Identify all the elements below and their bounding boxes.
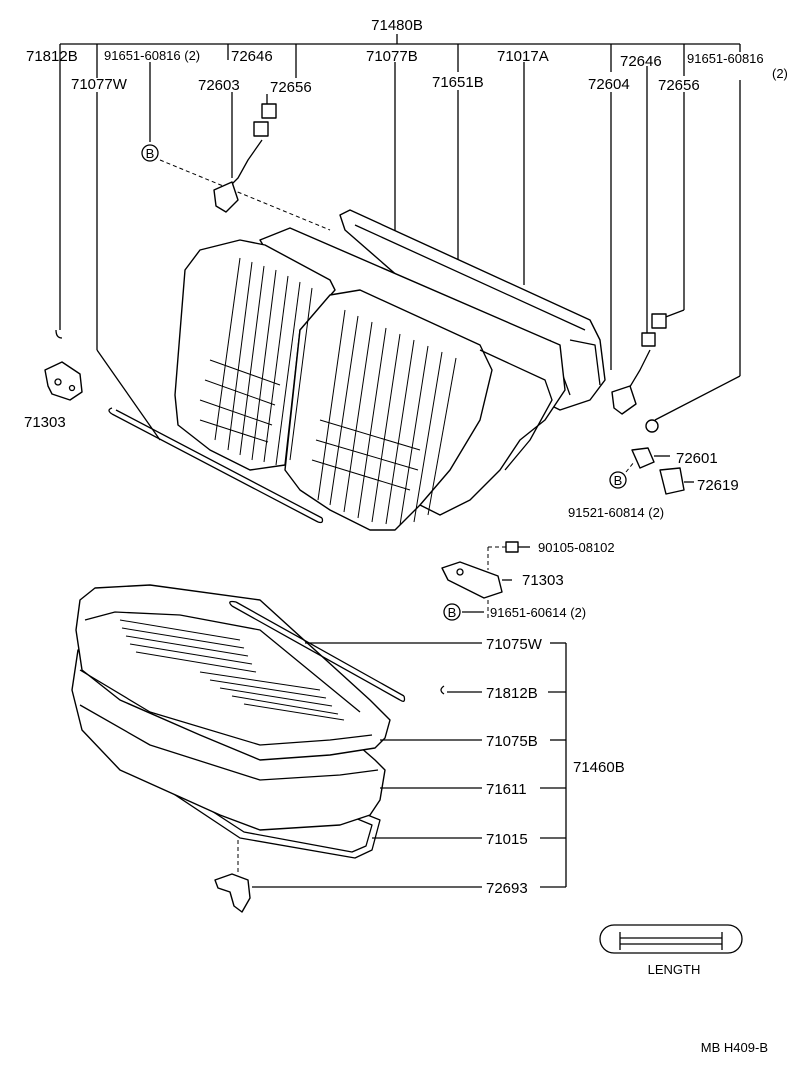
label-knob-72656-left: 72656 — [270, 79, 312, 96]
label-clip-left-top: 91651-60816 (2) — [104, 48, 200, 63]
label-hinge-72646-left: 72646 — [231, 48, 273, 65]
svg-text:B: B — [146, 146, 155, 161]
label-pad-71812b-bottom: 71812B — [486, 685, 538, 702]
label-bolt-91521: 91521-60814 (2) — [568, 505, 664, 520]
seat-cushion-assembly — [71, 584, 391, 859]
knob-72656-right-part — [651, 313, 667, 329]
label-length-caption: LENGTH — [648, 962, 701, 977]
backrest-assembly — [174, 209, 606, 531]
label-backrest-assy: 71480B — [371, 17, 423, 34]
label-drawing-code: MB H409-B — [701, 1040, 768, 1055]
svg-text:B: B — [614, 473, 623, 488]
part-labels: 71480B 71812B 91651-60816 (2) 72646 7107… — [24, 17, 788, 1055]
label-clip-right-qty: (2) — [772, 66, 788, 81]
svg-text:B: B — [448, 605, 457, 620]
seat-leader-lines — [252, 642, 567, 888]
wire-rod-left — [108, 407, 324, 524]
bracket-71303-left-part — [44, 361, 83, 401]
label-knob-72656-right: 72656 — [658, 77, 700, 94]
label-bolt-91651-60614: 91651-60614 (2) — [490, 605, 586, 620]
label-bracket-71303-left: 71303 — [24, 414, 66, 431]
length-symbol — [599, 924, 743, 954]
label-hook-72693: 72693 — [486, 880, 528, 897]
wire-rod-seat — [229, 600, 406, 702]
clip-right-part — [645, 419, 659, 433]
lock-rod-72603 — [213, 121, 269, 213]
ref-b-circle-left: B — [141, 144, 159, 162]
lock-rod-72604 — [611, 332, 656, 415]
label-striker-72601: 72601 — [676, 450, 718, 467]
label-screw-90105: 90105-08102 — [538, 540, 615, 555]
label-cover-71077b: 71077B — [366, 48, 418, 65]
ref-b-circle-right: B — [609, 461, 635, 489]
clip-71812b-small — [55, 329, 63, 339]
label-lock-72603: 72603 — [198, 77, 240, 94]
label-pad-71812b-top: 71812B — [26, 48, 78, 65]
label-clip-right-top: 91651-60816 — [687, 51, 764, 66]
label-pad-71611: 71611 — [486, 781, 527, 798]
hook-72693-part — [214, 840, 251, 913]
label-cover-72619: 72619 — [697, 477, 739, 494]
cover-72619-part — [659, 467, 694, 495]
bracket-71303-right-part — [441, 561, 512, 599]
label-pad-71075b: 71075B — [486, 733, 538, 750]
label-frame-71017a: 71017A — [497, 48, 549, 65]
label-frame-71015: 71015 — [486, 831, 528, 848]
label-lock-72604: 72604 — [588, 76, 630, 93]
label-cushion-assy: 71460B — [573, 759, 625, 776]
label-hinge-72646-right: 72646 — [620, 53, 662, 70]
label-bracket-71303-right: 71303 — [522, 572, 564, 589]
knob-72656-left-part — [261, 103, 277, 119]
screw-90105-part — [487, 541, 530, 570]
label-cover-71075w: 71075W — [486, 636, 543, 653]
ref-b-circle-mid: B — [443, 600, 489, 621]
striker-72601-part — [631, 447, 670, 469]
label-pad-71651b: 71651B — [432, 74, 484, 91]
clip-71812b-small-seat — [440, 685, 445, 695]
label-cover-71077w: 71077W — [71, 76, 128, 93]
